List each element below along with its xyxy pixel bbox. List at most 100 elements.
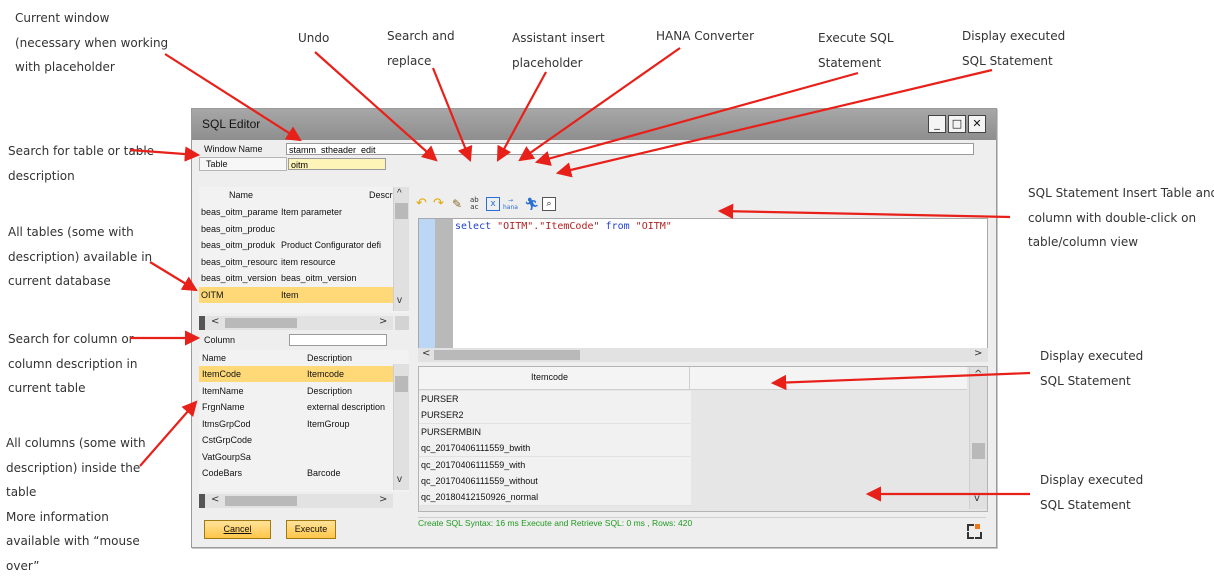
column-grid-header-name[interactable]: Name: [202, 353, 227, 363]
scroll-left-icon[interactable]: <: [211, 316, 220, 327]
scroll-right-icon[interactable]: >: [379, 494, 388, 505]
title-bar[interactable]: SQL Editor _ □ ✕: [192, 109, 996, 140]
maximize-icon[interactable]: □: [948, 115, 966, 133]
sql-keyword-from: from: [605, 221, 630, 232]
cancel-button-label: Cancel: [223, 524, 252, 534]
scroll-up-icon[interactable]: ^: [974, 369, 983, 380]
table-description-cell: Product Configurator defi: [281, 240, 382, 250]
minimize-icon[interactable]: _: [928, 115, 946, 133]
editor-horizontal-scrollbar[interactable]: < >: [418, 348, 988, 362]
execute-button[interactable]: Execute: [286, 520, 336, 539]
scroll-down-icon[interactable]: v: [974, 493, 980, 504]
column-search-input[interactable]: [289, 334, 387, 346]
scroll-up-icon[interactable]: ^: [397, 188, 402, 199]
column-grid-header-description[interactable]: Description: [307, 353, 353, 363]
column-row[interactable]: VatGourpSa: [199, 449, 393, 465]
excel-icon[interactable]: x: [486, 197, 500, 211]
scroll-thumb[interactable]: [395, 376, 408, 392]
execute-icon[interactable]: 🏃︎: [524, 197, 540, 211]
cancel-button[interactable]: Cancel: [204, 520, 271, 539]
table-grid-vertical-scrollbar[interactable]: ^ v: [393, 187, 409, 311]
table-description-cell: item resource: [281, 256, 336, 267]
scroll-right-icon[interactable]: >: [379, 316, 388, 327]
column-name-cell: ItemCode: [202, 369, 242, 379]
scroll-down-icon[interactable]: v: [397, 295, 402, 306]
annotation-line: Execute SQL: [818, 31, 894, 45]
annotation-all-tables: All tables (some with description) avail…: [8, 220, 152, 294]
scroll-left-icon[interactable]: <: [211, 494, 220, 505]
annotation-line: All tables (some with: [8, 225, 134, 239]
result-row[interactable]: PURSERMBIN: [419, 423, 691, 441]
table-grid-header-name[interactable]: Name: [229, 190, 254, 200]
result-vertical-scrollbar[interactable]: ^ v: [969, 367, 987, 509]
scroll-thumb[interactable]: [225, 318, 297, 328]
column-name-cell: VatGourpSa: [202, 451, 251, 462]
display-sql-icon[interactable]: ⌕: [542, 197, 556, 211]
search-replace-icon[interactable]: ✎: [452, 197, 463, 211]
annotation-line: Display executed: [1040, 473, 1144, 487]
result-row[interactable]: qc_20170406111559_bwith: [419, 440, 691, 458]
annotation-all-columns: All columns (some with description) insi…: [6, 431, 146, 578]
sql-editor[interactable]: select "OITM"."ItemCode" from "OITM": [418, 218, 988, 350]
result-row[interactable]: qc_20170406111559_with: [419, 456, 691, 474]
annotation-line: current database: [8, 274, 111, 288]
close-icon[interactable]: ✕: [968, 115, 986, 133]
redo-icon[interactable]: ↷: [433, 196, 444, 211]
result-column-header[interactable]: Itemcode: [531, 372, 569, 382]
annotation-search-replace: Search and replace: [387, 24, 455, 73]
hana-converter-icon[interactable]: →hana: [503, 197, 518, 211]
column-row[interactable]: CstGrpCode: [199, 432, 393, 448]
scroll-thumb[interactable]: [395, 203, 408, 219]
table-row[interactable]: beas_oitm_produc: [199, 221, 393, 237]
scroll-thumb[interactable]: [225, 496, 297, 506]
column-description-cell: Description: [307, 385, 353, 396]
column-grid-horizontal-scrollbar[interactable]: < >: [199, 494, 393, 508]
arrow-all-columns: [139, 400, 198, 467]
annotation-line: Assistant insert: [512, 31, 605, 45]
scroll-thumb[interactable]: [434, 350, 580, 360]
table-description-cell: Item parameter: [281, 207, 343, 217]
annotation-line: Display executed: [962, 29, 1066, 43]
table-name-cell: beas_oitm_produc: [201, 223, 276, 234]
table-search-input[interactable]: oitm: [288, 158, 386, 170]
app-logo-icon: [967, 524, 982, 539]
arrow-all-tables: [149, 261, 198, 292]
table-name-cell: beas_oitm_resourc: [201, 256, 278, 267]
annotation-line: with placeholder: [15, 60, 115, 74]
scroll-thumb[interactable]: [972, 443, 985, 459]
column-grid-vertical-scrollbar[interactable]: v: [393, 364, 409, 490]
annotation-line: placeholder: [512, 55, 583, 70]
scroll-left-icon[interactable]: <: [422, 348, 431, 359]
result-row[interactable]: PURSER2: [419, 407, 691, 425]
result-header: Itemcode: [419, 367, 967, 390]
scroll-down-icon[interactable]: v: [397, 474, 402, 485]
column-description-cell: Barcode: [307, 468, 341, 478]
result-row[interactable]: qc_20170406111559_without: [419, 473, 691, 490]
result-row[interactable]: qc_20180412150926_normal: [419, 489, 691, 507]
scroll-right-icon[interactable]: >: [974, 348, 983, 359]
annotation-line: Search for table or table: [8, 144, 155, 158]
annotation-current-window: Current window (necessary when working w…: [15, 6, 168, 80]
sql-statement[interactable]: select "OITM"."ItemCode" from "OITM": [455, 221, 672, 232]
window-name-field[interactable]: stamm_stheader_edit: [286, 143, 974, 155]
table-grid-header-description[interactable]: Descr: [369, 190, 393, 200]
result-row[interactable]: PURSER: [419, 391, 691, 408]
table-grid-horizontal-scrollbar[interactable]: < >: [199, 316, 393, 330]
annotation-line: Current window: [15, 11, 110, 25]
undo-icon[interactable]: ↶: [416, 196, 427, 211]
annotation-line: description) available in: [8, 249, 153, 264]
annotation-display-executed-top: Display executed SQL Statement: [962, 24, 1065, 73]
